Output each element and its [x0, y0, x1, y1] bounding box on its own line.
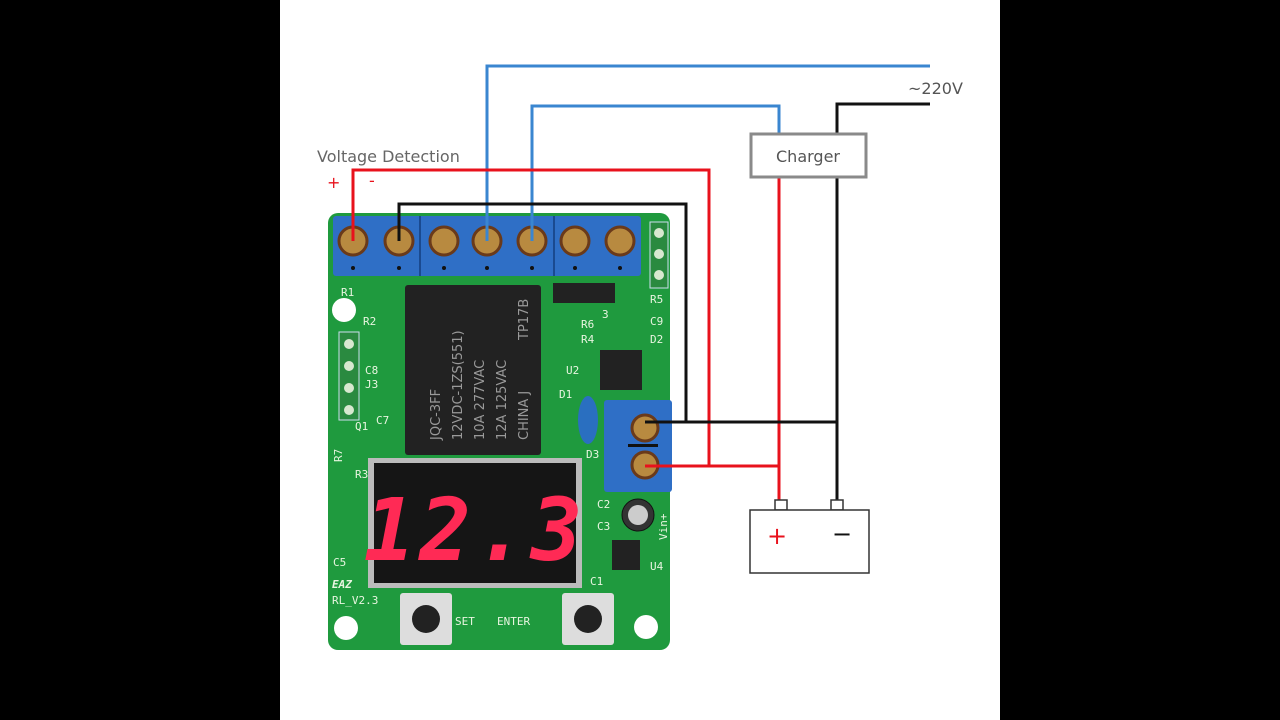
- voltage-detection-label: Voltage Detection: [317, 147, 460, 166]
- detect-minus-label: -: [369, 171, 375, 190]
- battery: + −: [749, 499, 870, 574]
- mount-hole: [334, 616, 358, 640]
- charger-box: Charger: [749, 132, 868, 179]
- silk-c2: C2: [597, 498, 610, 511]
- relay-line-2: 12VDC-1ZS(551): [451, 330, 466, 440]
- detect-plus-label: +: [327, 173, 340, 192]
- silk-j3: J3: [365, 378, 378, 391]
- silk-d2: D2: [650, 333, 663, 346]
- silk-u2: U2: [566, 364, 579, 377]
- relay: JQC-3FF 12VDC-1ZS(551) 10A 277VAC 12A 12…: [405, 285, 541, 455]
- silk-3: 3: [602, 308, 609, 321]
- relay-line-3: 10A 277VAC: [473, 360, 488, 440]
- silk-r2: R2: [363, 315, 376, 328]
- relay-line-1: JQC-3FF: [429, 389, 444, 441]
- wire-blue-mains-1: [485, 64, 930, 241]
- battery-minus-label: −: [832, 520, 852, 548]
- seven-segment-display: [374, 463, 576, 583]
- silk-r6: R6: [581, 318, 594, 331]
- jumper: [553, 283, 615, 303]
- battery-plus-label: +: [767, 522, 787, 550]
- set-label: SET: [455, 615, 475, 628]
- mount-hole: [332, 298, 356, 322]
- silk-q1: Q1: [355, 420, 368, 433]
- silk-c5: C5: [333, 556, 346, 569]
- silk-u4: U4: [650, 560, 664, 573]
- enter-button[interactable]: [562, 593, 614, 645]
- wire-black-mains: [835, 102, 930, 134]
- silk-c9: C9: [650, 315, 663, 328]
- set-button[interactable]: [400, 593, 452, 645]
- silk-c8: C8: [365, 364, 378, 377]
- wire-blue-charger: [530, 104, 781, 241]
- mains-voltage-label: ~220V: [908, 79, 963, 98]
- charger-label: Charger: [776, 147, 840, 166]
- wire-red-detect-plus: [351, 168, 711, 468]
- mount-hole: [634, 615, 658, 639]
- silk-vin: Vin+: [657, 513, 670, 540]
- enter-label: ENTER: [497, 615, 530, 628]
- silk-r5: R5: [650, 293, 663, 306]
- silk-r7: R7: [332, 449, 345, 462]
- relay-module-board: JQC-3FF 12VDC-1ZS(551) 10A 277VAC 12A 12…: [328, 213, 672, 650]
- relay-line-5: CHINA J: [517, 391, 532, 440]
- relay-line-6: TP17B: [517, 299, 532, 341]
- silk-r1: R1: [341, 286, 354, 299]
- brand-label: EAZ: [332, 578, 352, 591]
- display-value: 12.3: [363, 481, 586, 581]
- silk-d1: D1: [559, 388, 572, 401]
- silk-c3: C3: [597, 520, 610, 533]
- relay-line-4: 12A 125VAC: [495, 360, 510, 440]
- silk-c1: C1: [590, 575, 603, 588]
- version-label: RL_V2.3: [332, 594, 378, 607]
- capacitor-blue: [578, 396, 598, 444]
- silk-r4: R4: [581, 333, 595, 346]
- regulator-u4: [612, 540, 640, 570]
- optocoupler-u2: [600, 350, 642, 390]
- silk-r3: R3: [355, 468, 368, 481]
- silk-d3: D3: [586, 448, 599, 461]
- silk-c7: C7: [376, 414, 389, 427]
